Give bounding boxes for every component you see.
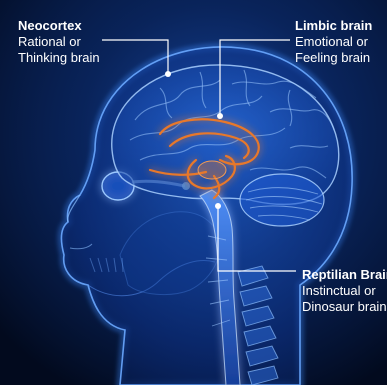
reptilian-label: Reptilian Brain Instinctual or Dinosaur … (302, 267, 387, 315)
neocortex-line-2: Thinking brain (18, 50, 100, 66)
limbic-label: Limbic brain Emotional or Feeling brain (295, 18, 372, 66)
neocortex-label: Neocortex Rational or Thinking brain (18, 18, 100, 66)
neocortex-line-1: Rational or (18, 34, 100, 50)
reptilian-dot (215, 203, 221, 209)
thalamus (198, 161, 226, 179)
reptilian-line-2: Dinosaur brain (302, 299, 387, 315)
limbic-line-1: Emotional or (295, 34, 372, 50)
limbic-line-2: Feeling brain (295, 50, 372, 66)
reptilian-line-1: Instinctual or (302, 283, 387, 299)
reptilian-title: Reptilian Brain (302, 267, 387, 283)
cerebellum (240, 174, 324, 226)
neocortex-title: Neocortex (18, 18, 100, 34)
limbic-title: Limbic brain (295, 18, 372, 34)
limbic-dot (217, 113, 223, 119)
neocortex-dot (165, 71, 171, 77)
